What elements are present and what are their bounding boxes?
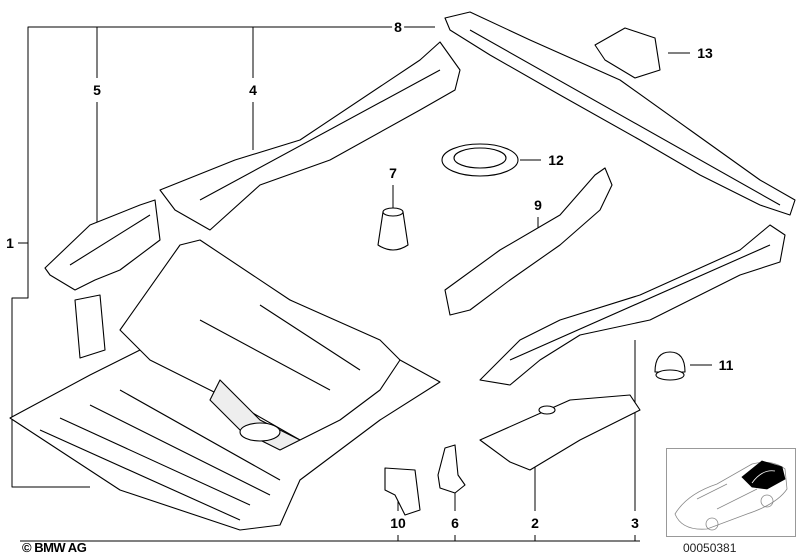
callout-10[interactable]: 10 [388,515,408,531]
part-10-bracket [384,467,421,516]
part-5-bracket [44,199,161,291]
callout-4[interactable]: 4 [247,82,259,98]
part-11-plug [654,351,686,381]
diagram-number: 00050381 [683,541,737,555]
part-7-grommet [377,207,409,251]
callout-6[interactable]: 6 [449,515,461,531]
part-2-plate [479,394,641,471]
callout-2[interactable]: 2 [529,515,541,531]
callout-1[interactable]: 1 [4,235,16,251]
part-8-crossmember [444,11,796,216]
callout-7[interactable]: 7 [387,165,399,181]
callout-13[interactable]: 13 [695,45,715,61]
callout-9[interactable]: 9 [532,197,544,213]
part-floor-pan [9,239,441,531]
part-13-bracket [594,27,661,79]
leader-lines [11,26,712,542]
callout-11[interactable]: 11 [716,357,736,373]
copyright: © BMW AG [22,540,87,555]
part-6-bracket [437,444,466,494]
part-3-rail [479,224,786,386]
callout-8[interactable]: 8 [392,19,404,35]
callout-12[interactable]: 12 [546,152,566,168]
part-4-rail [159,41,461,231]
part-9-strut [444,167,613,316]
part-12-cover [441,143,519,177]
vehicle-location-thumbnail [666,448,796,537]
callout-5[interactable]: 5 [91,82,103,98]
car-outline-icon [674,460,788,531]
callout-3[interactable]: 3 [629,515,641,531]
